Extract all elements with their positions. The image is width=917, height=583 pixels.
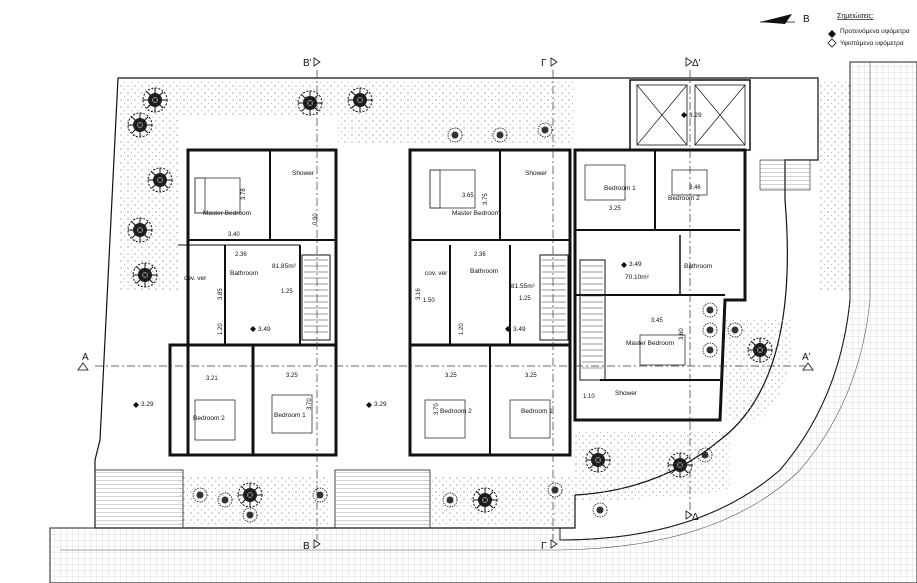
dim-370-h1: 3.70 xyxy=(307,398,313,410)
stairs xyxy=(304,259,603,369)
dim-325-h2a: 3.25 xyxy=(445,373,457,379)
dim-340: 3.40 xyxy=(228,232,240,238)
level-house-2: 3.49 xyxy=(513,326,526,333)
dim-385: 3.85 xyxy=(218,288,224,300)
house-3-walls xyxy=(573,148,747,422)
dim-325-h3: 3.25 xyxy=(609,206,621,212)
section-g-bottom: Γ xyxy=(541,541,547,552)
house-1-walls xyxy=(168,148,338,457)
room-bedroom-2-house1: Bedroom 2 xyxy=(193,415,225,422)
house-2-walls xyxy=(408,148,572,457)
proposed-level-icon xyxy=(828,30,836,38)
room-bedroom-1-house1: Bedroom 1 xyxy=(274,412,306,419)
room-shower-2: Shower xyxy=(525,170,548,177)
dim-110: 1.10 xyxy=(583,394,595,400)
dim-236-h1: 2.36 xyxy=(235,252,247,258)
dim-125-h2: 1.25 xyxy=(519,296,531,302)
section-d-bottom: Δ xyxy=(692,512,699,523)
legend-existing: Υφιστάμενα υψόμετρα xyxy=(840,39,904,47)
room-bathroom-1: Bathroom xyxy=(230,270,258,277)
dim-365: 3.65 xyxy=(462,193,474,199)
section-markers: B' Γ Δ' B Γ Δ A A' xyxy=(77,57,814,552)
level-markers: 3.29 3.49 3.49 3.49 3.29 3.29 xyxy=(133,112,702,408)
dim-325-h2b: 3.25 xyxy=(525,373,537,379)
dim-150: 1.50 xyxy=(423,298,435,304)
section-b-bottom: B xyxy=(303,541,310,552)
room-shower-3: Shower xyxy=(615,390,638,397)
dim-375: 3.75 xyxy=(483,193,489,205)
dim-090: 0.90 xyxy=(313,213,319,225)
section-b-prime-top: B' xyxy=(303,58,312,69)
legend: Σημειώσεις: Προτεινόμενα υψόμετρα Υφιστά… xyxy=(827,12,910,48)
section-a-left: A xyxy=(82,352,89,363)
dim-120-h2: 1.20 xyxy=(459,323,465,335)
section-a-prime-right: A' xyxy=(802,352,811,363)
area-house-2: 81.55m² xyxy=(511,283,536,290)
dim-378: 3.78 xyxy=(241,188,247,200)
room-labels: Master Bedroom Shower Bathroom cov. ver … xyxy=(184,170,712,422)
section-g-top: Γ xyxy=(541,58,547,69)
room-shower-1: Shower xyxy=(292,170,315,177)
legend-title: Σημειώσεις: xyxy=(837,12,874,20)
legend-proposed: Προτεινόμενα υψόμετρα xyxy=(840,27,910,35)
room-master-bedroom-1: Master Bedroom xyxy=(203,210,251,217)
section-lines xyxy=(95,70,805,540)
room-bedroom-1-house2: Bedroom 1 xyxy=(521,408,553,415)
dimension-labels: 3.40 3.78 0.90 2.36 3.85 1.25 1.20 3.21 … xyxy=(206,185,701,415)
level-yard-mid: 3.29 xyxy=(374,401,387,408)
dim-120-h1: 1.20 xyxy=(218,323,224,335)
dim-316: 3.16 xyxy=(416,288,422,300)
room-cov-ver-1: cov. ver xyxy=(184,275,207,282)
level-yard-left: 3.29 xyxy=(141,401,154,408)
dim-346: 3.46 xyxy=(689,185,701,191)
paving-bottom xyxy=(49,61,917,583)
room-bathroom-2: Bathroom xyxy=(470,268,498,275)
room-bedroom-2-house2: Bedroom 2 xyxy=(440,408,472,415)
dim-345: 3.45 xyxy=(651,318,663,324)
area-house-1: 81.85m² xyxy=(272,263,297,270)
existing-level-icon xyxy=(827,38,837,48)
furniture-beds xyxy=(194,164,708,441)
level-top-right: 3.29 xyxy=(689,112,702,119)
dim-325-h1: 3.25 xyxy=(286,373,298,379)
section-d-prime-top: Δ' xyxy=(692,58,701,69)
dim-370-h2: 3.70 xyxy=(434,403,440,415)
dim-236-h2: 2.36 xyxy=(474,252,486,258)
dim-360: 3.60 xyxy=(679,328,685,340)
room-bedroom-2-house3: Bedroom 2 xyxy=(668,195,700,202)
room-cov-ver-2: cov. ver xyxy=(425,270,448,277)
area-house-3: 70.10m² xyxy=(625,274,650,281)
north-arrow: B xyxy=(760,14,810,25)
garden-areas xyxy=(118,80,850,525)
parking-hatch xyxy=(94,159,811,529)
room-bedroom-1-house3: Bedroom 1 xyxy=(604,185,636,192)
level-house-3: 3.49 xyxy=(629,261,642,268)
dim-321: 3.21 xyxy=(206,376,218,382)
dim-125-h1: 1.25 xyxy=(281,289,293,295)
room-master-bedroom-3: Master Bedroom xyxy=(626,340,674,347)
area-labels: 81.85m² 81.55m² 70.10m² xyxy=(272,263,650,290)
room-bathroom-3: Bathroom xyxy=(684,263,712,270)
level-house-1: 3.49 xyxy=(258,326,271,333)
north-label: B xyxy=(803,14,810,25)
room-master-bedroom-2: Master Bedroom xyxy=(452,210,500,217)
